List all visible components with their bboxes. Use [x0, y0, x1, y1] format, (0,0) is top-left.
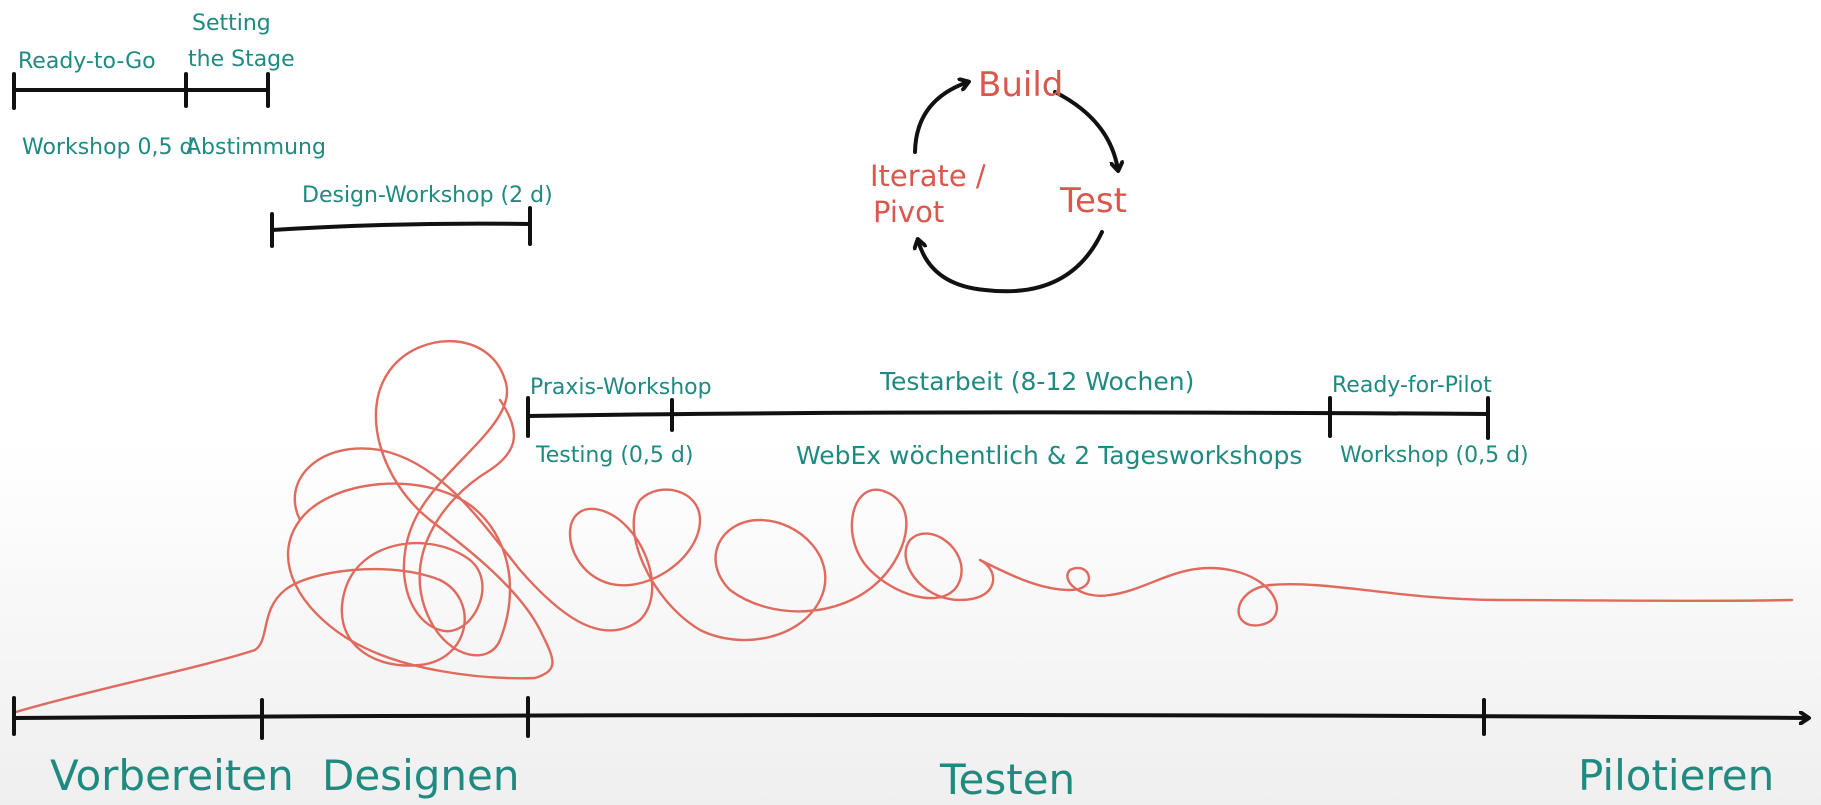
label-ready-to-go: Ready-to-Go: [18, 49, 156, 74]
build-test-cycle: [913, 82, 1118, 294]
label-praxis-workshop: Praxis-Workshop: [530, 375, 712, 400]
label-ready-for-pilot: Ready-for-Pilot: [1332, 373, 1492, 398]
design-bar-line: [270, 221, 532, 232]
main-phase-axis: [12, 696, 1808, 740]
label-workshop-05d: Workshop 0,5 d: [22, 135, 193, 160]
label-the-stage: the Stage: [188, 47, 295, 72]
label-design-workshop: Design-Workshop (2 d): [302, 183, 553, 208]
label-testarbeit: Testarbeit (8-12 Wochen): [879, 367, 1194, 396]
label-pivot: Pivot: [873, 195, 944, 229]
label-iterate: Iterate /: [870, 159, 986, 193]
phase-testen: Testen: [939, 755, 1075, 804]
label-testing: Testing (0,5 d): [535, 443, 693, 468]
test-timeline-line: [526, 410, 1490, 418]
arrow-iterate-to-build: [913, 82, 968, 154]
label-abstimmung: Abstimmung: [186, 135, 326, 160]
arrow-build-to-test: [1053, 90, 1118, 170]
label-webex: WebEx wöchentlich & 2 Tagesworkshops: [796, 441, 1302, 470]
design-squiggle: [14, 340, 1794, 714]
phase-pilotieren: Pilotieren: [1578, 751, 1774, 800]
label-setting: Setting: [192, 11, 271, 36]
design-workshop-bar: [270, 206, 532, 248]
phase-designen: Designen: [322, 751, 519, 800]
label-build: Build: [978, 65, 1063, 105]
label-workshop-pilot: Workshop (0,5 d): [1340, 443, 1529, 468]
phase-vorbereiten: Vorbereiten: [50, 751, 294, 800]
main-axis-line: [12, 715, 1808, 718]
test-timeline: [526, 396, 1490, 440]
prep-timeline: [12, 72, 270, 110]
label-test: Test: [1059, 181, 1127, 221]
arrow-test-to-iterate: [918, 230, 1104, 294]
